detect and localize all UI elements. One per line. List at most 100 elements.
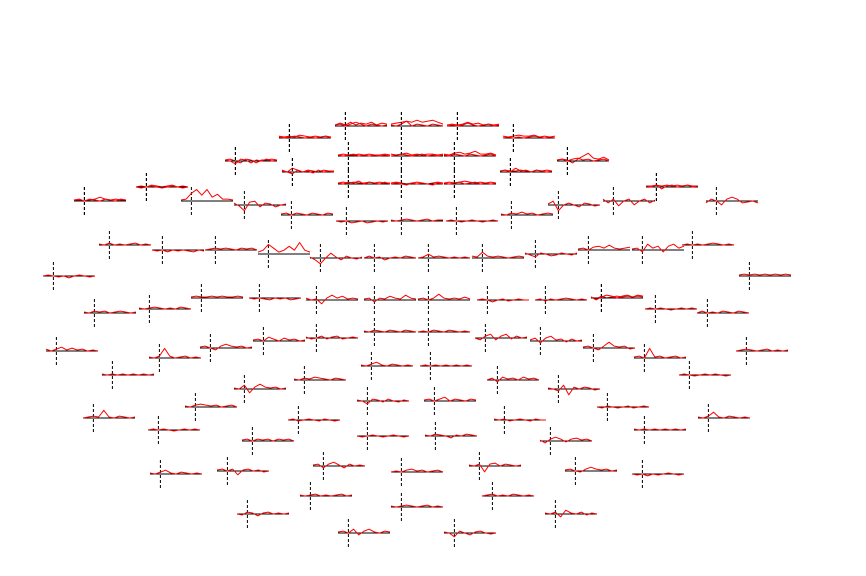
channel-subplot xyxy=(633,416,687,444)
channel-trace xyxy=(424,433,478,439)
channel-trace xyxy=(278,135,332,139)
channel-subplot xyxy=(148,344,202,372)
channel-subplot xyxy=(697,404,751,432)
channel-trace xyxy=(101,373,155,376)
channel-trace xyxy=(596,405,650,409)
channel-trace xyxy=(446,122,500,127)
channel-subplot xyxy=(644,295,698,323)
channel-trace xyxy=(190,295,244,298)
channel-subplot xyxy=(577,236,631,264)
channel-subplot xyxy=(138,295,192,323)
channel-subplot xyxy=(445,207,499,235)
channel-trace xyxy=(334,121,388,127)
channel-trace xyxy=(305,335,359,340)
channel-subplot xyxy=(417,286,471,314)
channel-subplot xyxy=(544,500,598,528)
channel-subplot xyxy=(184,393,238,421)
channel-trace xyxy=(602,198,656,207)
channel-trace xyxy=(309,252,363,265)
channel-trace xyxy=(468,462,522,473)
channel-subplot xyxy=(417,244,471,272)
channel-subplot xyxy=(101,361,155,389)
channel-trace xyxy=(417,329,471,333)
channel-trace xyxy=(474,333,528,341)
channel-subplot xyxy=(645,173,699,201)
channel-trace xyxy=(224,158,278,165)
channel-subplot xyxy=(233,191,287,219)
channel-subplot xyxy=(582,334,636,362)
channel-subplot xyxy=(356,387,410,415)
channel-trace xyxy=(149,469,203,475)
channel-trace xyxy=(390,119,444,125)
channel-trace xyxy=(73,198,127,202)
channel-trace xyxy=(390,120,444,127)
channel-subplot xyxy=(180,187,234,215)
channel-trace xyxy=(493,418,546,422)
channel-subplot xyxy=(45,337,99,365)
channel-subplot xyxy=(83,299,137,327)
subplots xyxy=(42,112,792,547)
channel-subplot xyxy=(236,500,290,528)
channel-subplot xyxy=(98,231,152,259)
channel-subplot xyxy=(149,460,203,488)
channel-subplot xyxy=(524,240,578,268)
channel-trace xyxy=(248,297,302,301)
channel-trace xyxy=(216,468,270,476)
channel-trace xyxy=(502,134,556,138)
channel-trace xyxy=(547,384,601,396)
channel-subplot xyxy=(390,112,444,140)
channel-trace xyxy=(481,493,535,497)
channel-subplot xyxy=(309,244,363,272)
channel-subplot xyxy=(390,458,444,486)
channel-trace xyxy=(363,294,417,303)
channel-trace xyxy=(360,361,414,367)
channel-trace xyxy=(280,212,334,216)
channel-subplot xyxy=(278,124,332,152)
channel-subplot xyxy=(481,482,535,510)
channel-subplot xyxy=(204,236,258,264)
channel-trace xyxy=(293,376,347,381)
channel-trace xyxy=(287,418,341,422)
channel-trace xyxy=(82,409,136,419)
channel-subplot xyxy=(390,493,444,521)
channel-trace xyxy=(443,530,497,538)
channel-subplot xyxy=(73,187,127,215)
channel-subplot xyxy=(596,393,650,421)
channel-trace xyxy=(390,181,444,185)
channel-trace xyxy=(335,220,389,224)
channel-subplot xyxy=(419,352,473,380)
channel-subplot xyxy=(287,406,341,434)
channel-subplot xyxy=(534,286,588,314)
channel-trace xyxy=(631,472,685,477)
channel-subplot xyxy=(281,158,335,186)
channel-subplot xyxy=(529,327,583,355)
channel-subplot xyxy=(564,457,618,485)
channel-subplot xyxy=(696,299,750,327)
channel-subplot xyxy=(390,207,443,235)
channel-trace xyxy=(337,528,391,536)
channel-subplot xyxy=(135,173,189,201)
channel-subplot xyxy=(705,187,759,215)
channel-trace xyxy=(98,242,152,246)
channel-trace xyxy=(577,244,631,251)
channel-trace xyxy=(633,347,687,359)
channel-subplot xyxy=(233,375,287,403)
channel-subplot xyxy=(474,324,528,352)
channel-subplot xyxy=(417,318,471,346)
channel-trace xyxy=(738,273,792,276)
channel-trace xyxy=(281,169,335,175)
channel-trace xyxy=(417,293,471,301)
channel-trace xyxy=(529,335,583,344)
channel-subplot xyxy=(633,344,687,372)
channel-trace xyxy=(534,297,588,302)
channel-trace xyxy=(281,167,334,173)
channel-subplot xyxy=(305,324,359,352)
channel-subplot xyxy=(312,452,366,480)
channel-subplot xyxy=(443,170,497,198)
channel-subplot xyxy=(356,422,410,450)
channel-trace xyxy=(681,242,735,246)
channel-trace xyxy=(305,294,359,305)
channel-subplot xyxy=(216,457,270,485)
channel-trace xyxy=(356,434,410,438)
